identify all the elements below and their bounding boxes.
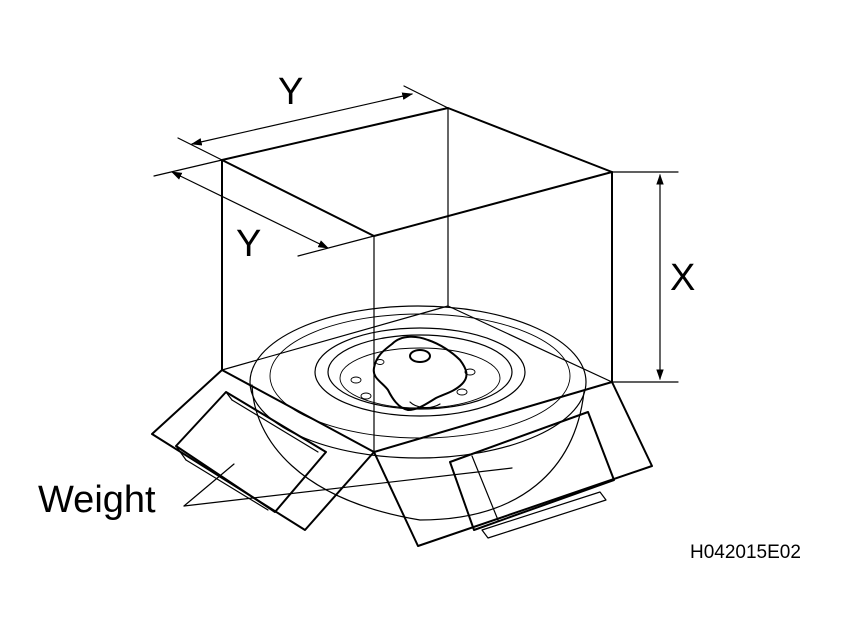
box-top-face (221, 107, 613, 237)
extension-line (297, 235, 375, 257)
weight-leader-left (183, 463, 235, 507)
wheel-assembly (249, 305, 587, 521)
left-weight-edge (185, 459, 269, 511)
rim-outer (314, 327, 526, 417)
right-weight-edge (471, 455, 499, 521)
extension-line (177, 137, 223, 161)
hub-hole-icon (360, 392, 372, 400)
extension-line (403, 85, 449, 109)
wing-nut-base (409, 401, 441, 409)
weight-label: Weight (38, 479, 156, 521)
top-y-arrow (190, 92, 414, 146)
hub-hole-icon (350, 376, 362, 384)
dimension-side-y (153, 159, 375, 257)
wing-nut-center (409, 349, 431, 363)
left-weight-edge (225, 391, 233, 401)
base-left-wing (151, 369, 375, 531)
top-y-label: Y (278, 71, 303, 113)
height-x-label: X (670, 257, 695, 299)
base-shadow-rail (481, 491, 607, 539)
side-y-arrow (171, 171, 329, 249)
left-weight-edge (175, 445, 187, 461)
rim-inner (327, 334, 513, 410)
wing-nut-knob (372, 335, 468, 411)
hub-hole-icon (464, 368, 476, 376)
extension-line (153, 159, 223, 177)
side-y-label: Y (236, 223, 261, 265)
weight-leader-right (183, 467, 513, 507)
base-right-wing (373, 381, 653, 547)
left-weight-edge (231, 399, 319, 453)
weight-leaders (183, 463, 513, 507)
base-edge (373, 451, 419, 547)
figure-code: H042015E02 (690, 542, 801, 563)
tire-outer-outline (249, 305, 587, 459)
reference-box (221, 107, 613, 453)
left-weight-block (175, 391, 327, 513)
right-weight-block (449, 411, 615, 531)
hub-hole-icon (456, 388, 468, 396)
dimension-height-x (611, 171, 679, 383)
tire-sidewall (251, 384, 585, 521)
dimension-top-y (177, 85, 449, 161)
